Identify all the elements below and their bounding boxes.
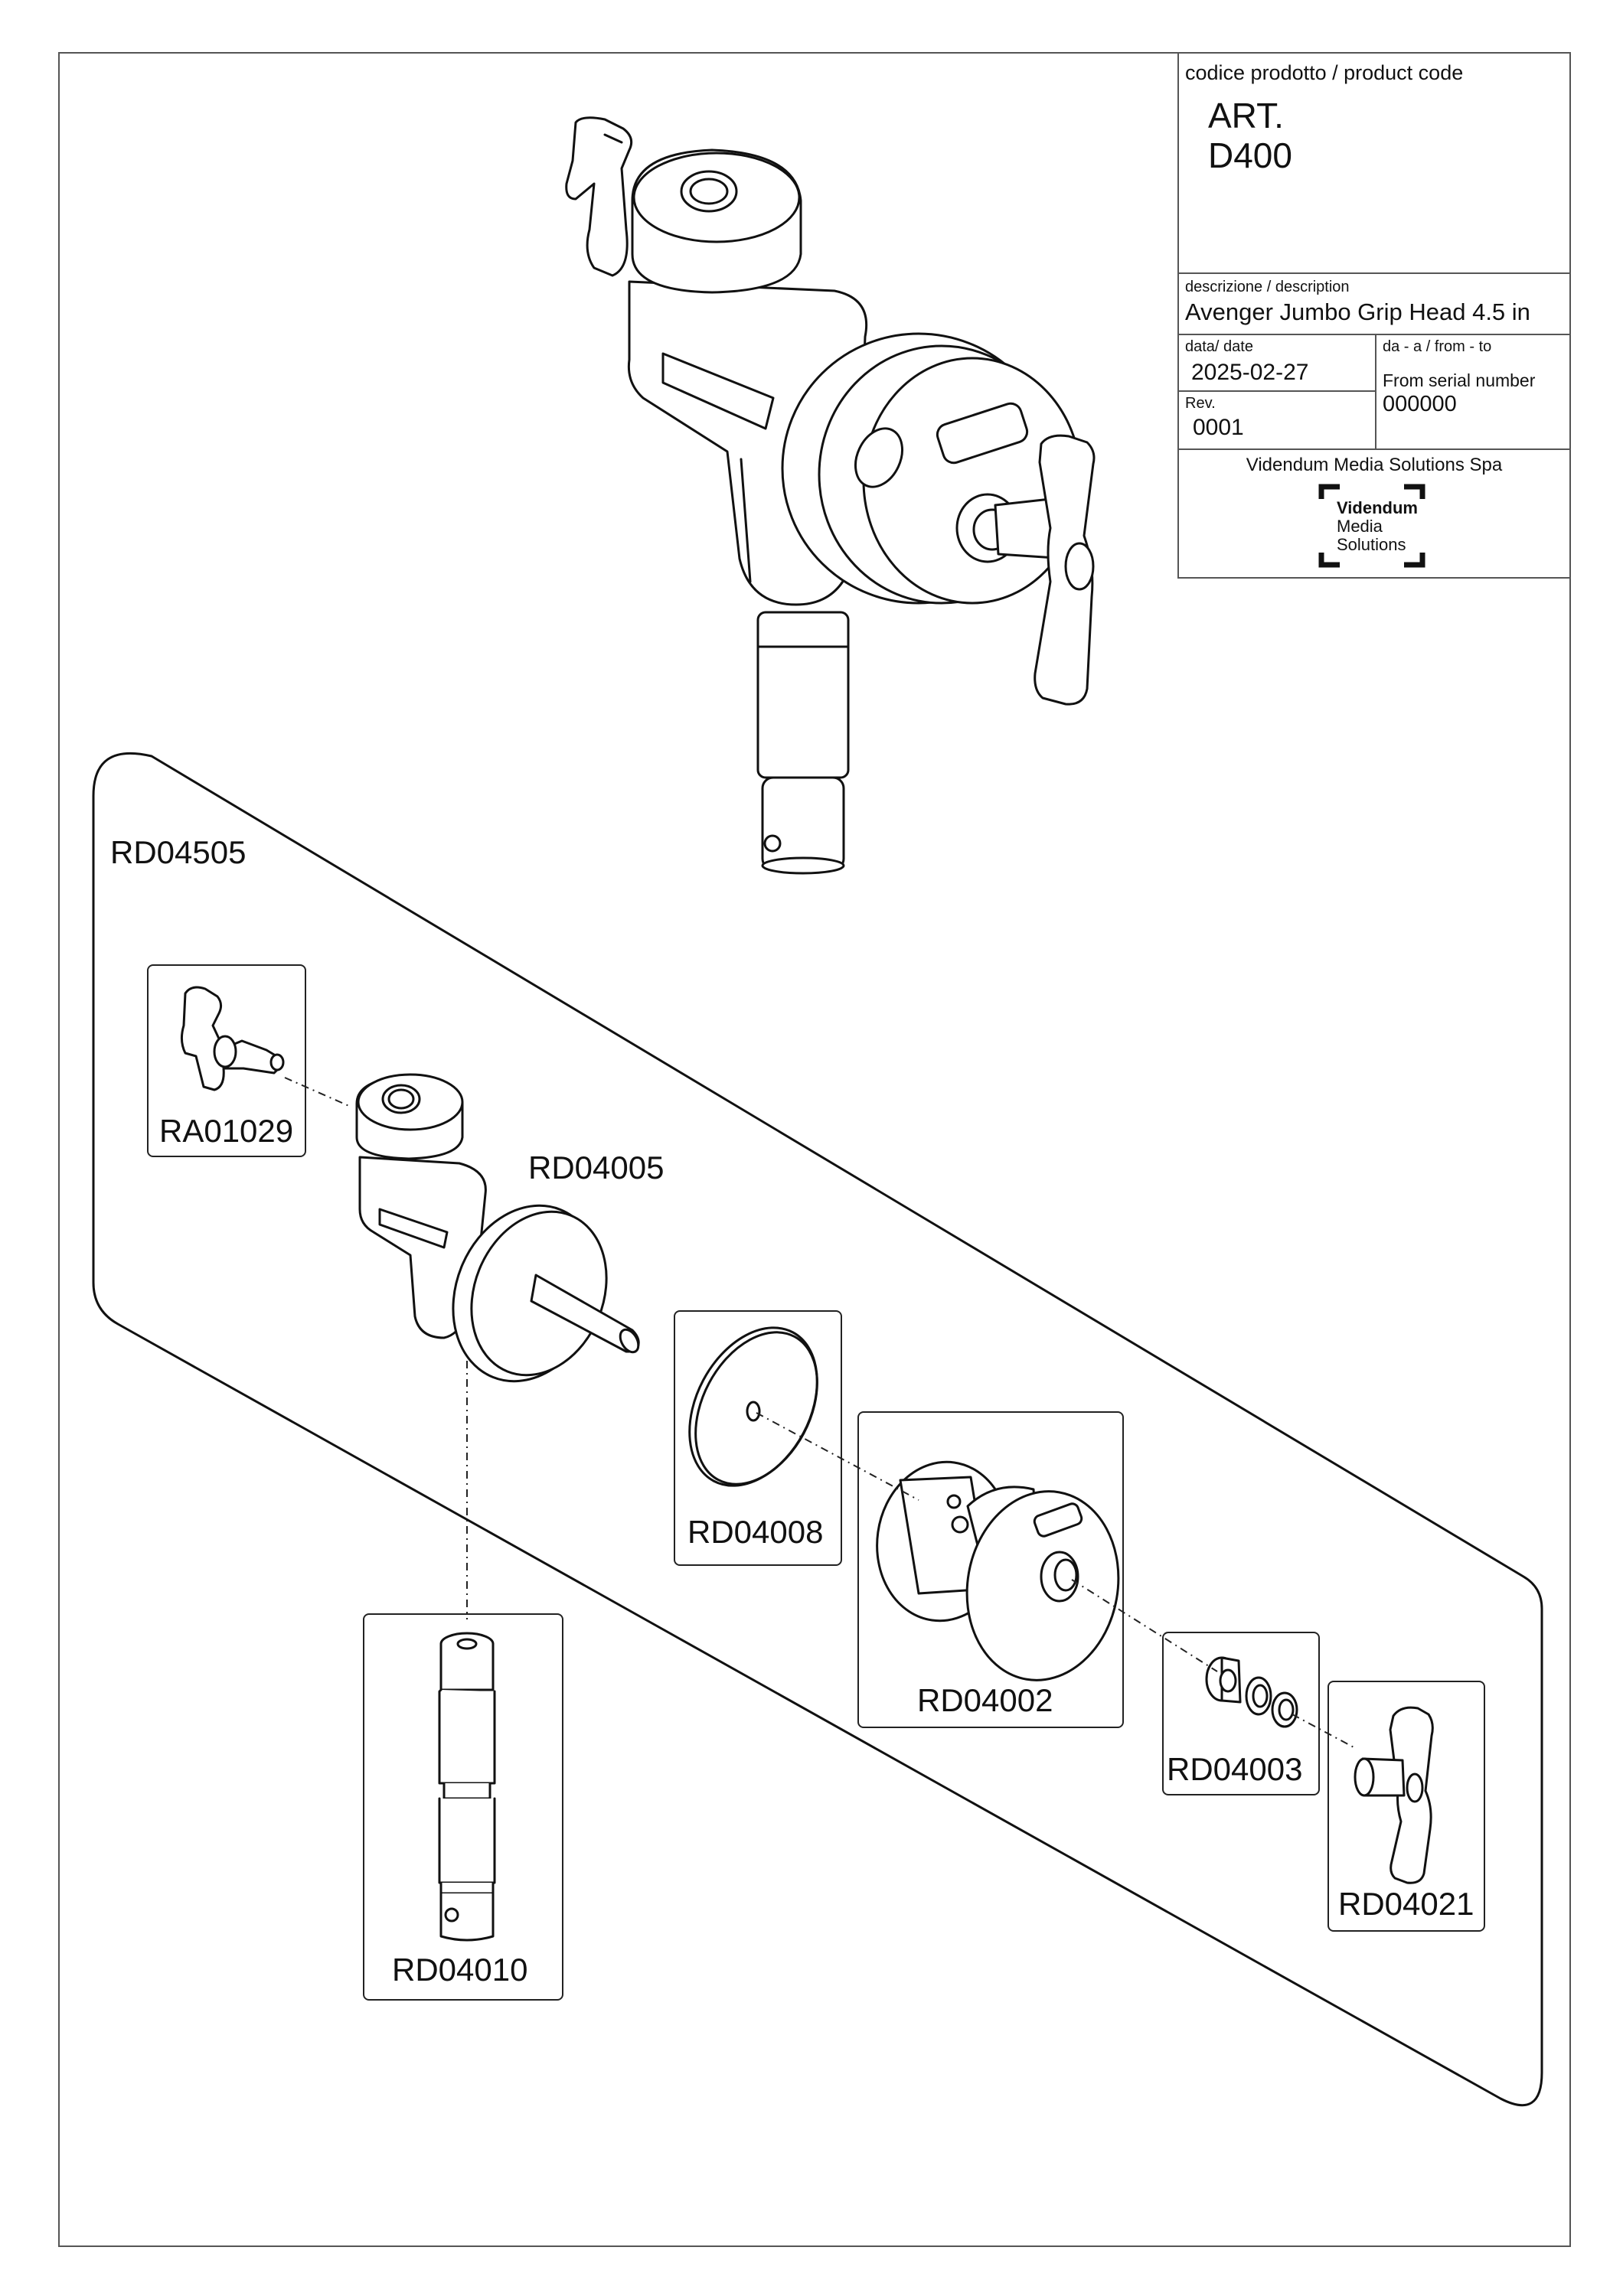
part-rd04005 (355, 1073, 640, 1383)
logo-text-2: Media (1337, 517, 1383, 536)
part-label-rd04002: RD04002 (917, 1682, 1053, 1718)
part-label-rd04005: RD04005 (528, 1150, 665, 1186)
range-value-line2: 000000 (1383, 392, 1457, 416)
part-box-rd04010[interactable] (363, 1613, 563, 2001)
part-rd04021 (1354, 1706, 1434, 1884)
company-logo: Videndum Media Solutions (1318, 484, 1425, 568)
product-code-line2: D400 (1208, 135, 1292, 175)
logo-text-3: Solutions (1337, 535, 1406, 554)
drawing-frame (58, 52, 1571, 2247)
part-label-rd04010: RD04010 (392, 1952, 528, 1988)
explode-lines (284, 1077, 1356, 1749)
title-block-divider (1177, 390, 1375, 392)
logo-brackets (1318, 484, 1425, 568)
date-value: 2025-02-27 (1191, 360, 1309, 385)
logo-text-1: Videndum (1337, 498, 1418, 517)
range-value-line1: From serial number (1383, 370, 1536, 390)
part-rd04010 (438, 1632, 496, 1942)
assembly-label-plate (936, 402, 1029, 465)
part-label-rd04008: RD04008 (687, 1514, 824, 1550)
part-box-rd04008[interactable] (674, 1310, 842, 1566)
kit-label: RD04505 (110, 834, 247, 870)
part-ra01029 (180, 986, 285, 1091)
date-label: data/ date (1185, 338, 1253, 355)
part-label-rd04003: RD04003 (1167, 1751, 1303, 1787)
title-block-divider (1177, 334, 1571, 335)
assembly-spigot-lower (761, 776, 845, 871)
part-rd04008 (688, 1326, 818, 1487)
product-code-label: codice prodotto / product code (1185, 61, 1464, 84)
range-label: da - a / from - to (1383, 338, 1492, 355)
part-rd04002 (876, 1460, 1120, 1681)
title-block-divider (1177, 448, 1571, 450)
part-label-ra01029: RA01029 (159, 1113, 294, 1149)
description-value: Avenger Jumbo Grip Head 4.5 in (1185, 298, 1530, 325)
rev-value: 0001 (1193, 415, 1244, 440)
assembly-spigot-upper (756, 611, 850, 779)
kit-outline (92, 752, 1543, 2107)
product-code-line1: ART. (1208, 96, 1284, 135)
company-name: Videndum Media Solutions Spa (1246, 455, 1503, 475)
part-box-rd04003[interactable] (1162, 1632, 1320, 1795)
part-box-rd04002[interactable] (857, 1411, 1124, 1728)
title-block-divider (1177, 272, 1571, 274)
description-label: descrizione / description (1185, 279, 1350, 295)
title-block (1177, 52, 1571, 579)
main-assembly (565, 116, 1096, 875)
rev-label: Rev. (1185, 395, 1216, 412)
part-label-rd04021: RD04021 (1338, 1886, 1474, 1922)
part-box-ra01029[interactable] (147, 964, 306, 1157)
part-rd04003 (1205, 1656, 1298, 1728)
assembly-t-handle (1034, 434, 1096, 706)
assembly-top-knob (565, 116, 633, 277)
part-box-rd04021[interactable] (1327, 1681, 1485, 1932)
title-block-divider (1375, 334, 1376, 450)
